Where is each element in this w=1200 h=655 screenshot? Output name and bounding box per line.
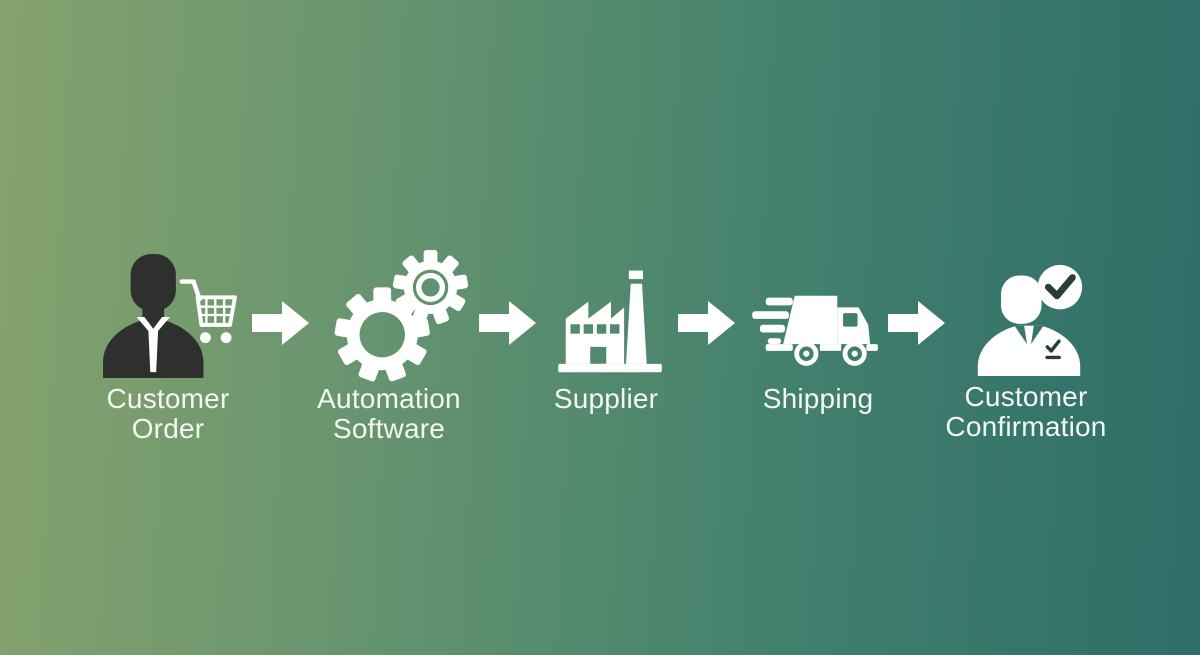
label-line-1: Automation <box>317 383 461 414</box>
label-line-1: Customer <box>964 381 1088 412</box>
label-line-2: Confirmation <box>945 410 1107 442</box>
right-arrow-icon <box>888 301 945 345</box>
label-line-2: Software <box>332 412 446 444</box>
label-line-1: Supplier <box>553 383 659 414</box>
delivery-truck-icon <box>752 295 878 366</box>
stage-customer-order: Customer Order <box>58 246 278 451</box>
stage-automation-software: Automation Software <box>279 246 499 451</box>
businessman-shopping-cart-icon <box>103 253 237 378</box>
label-line-1: Shipping <box>762 383 874 414</box>
stage-label-supplier: Supplier <box>496 384 716 414</box>
stage-label-automation-software: Automation Software <box>279 384 499 443</box>
right-arrow-icon <box>479 301 536 345</box>
factory-icon <box>558 270 662 373</box>
right-arrow-icon <box>678 301 735 345</box>
person-check-badge-icon <box>977 264 1083 376</box>
stage-label-shipping: Shipping <box>708 384 928 414</box>
gears-icon <box>334 249 469 382</box>
label-line-1: Customer <box>106 383 230 414</box>
stage-label-customer-confirmation: Customer Confirmation <box>906 382 1146 441</box>
label-line-2: Order <box>131 412 205 444</box>
right-arrow-icon <box>252 301 309 345</box>
stage-label-customer-order: Customer Order <box>58 384 278 443</box>
check-circle-icon <box>1037 264 1083 310</box>
stage-customer-confirmation: Customer Confirmation <box>906 246 1146 451</box>
stage-supplier: Supplier <box>496 246 716 451</box>
stage-shipping: Shipping <box>708 246 928 451</box>
